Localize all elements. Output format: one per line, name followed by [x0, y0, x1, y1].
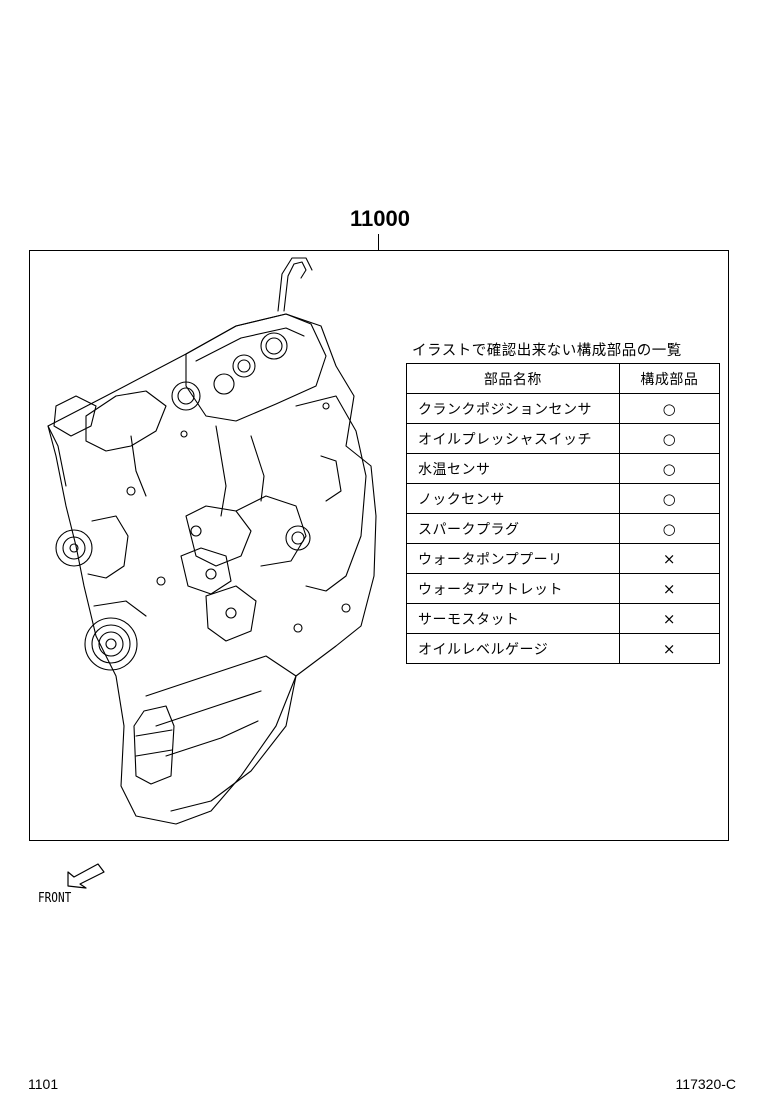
table-row: 水温センサ ○ [406, 453, 721, 484]
part-number-label: 11000 [350, 206, 410, 231]
component-mark: ○ [618, 453, 721, 484]
table-row: スパークプラグ ○ [406, 513, 721, 544]
parts-table-header: 部品名称 構成部品 [406, 363, 721, 394]
header-component: 構成部品 [618, 363, 721, 394]
part-name: オイルレベルゲージ [406, 633, 620, 664]
page-code-right: 117320-C [675, 1076, 736, 1092]
part-name: 水温センサ [406, 453, 620, 484]
parts-table: 部品名称 構成部品 クランクポジションセンサ ○ オイルプレッシャスイッチ ○ … [406, 363, 721, 664]
table-row: クランクポジションセンサ ○ [406, 393, 721, 424]
component-mark: × [618, 543, 721, 574]
component-mark: × [618, 633, 721, 664]
part-number-leader-line [378, 234, 379, 251]
diagram-frame [29, 250, 729, 841]
part-name: スパークプラグ [406, 513, 620, 544]
engine-assembly-icon [47, 257, 377, 825]
part-name: ノックセンサ [406, 483, 620, 514]
component-mark: × [618, 573, 721, 604]
component-mark: × [618, 603, 721, 634]
table-row: オイルプレッシャスイッチ ○ [406, 423, 721, 454]
part-name: オイルプレッシャスイッチ [406, 423, 620, 454]
table-row: サーモスタット × [406, 603, 721, 634]
component-mark: ○ [618, 423, 721, 454]
table-row: オイルレベルゲージ × [406, 633, 721, 664]
parts-table-caption: イラストで確認出来ない構成部品の一覧 [412, 343, 682, 359]
table-row: ノックセンサ ○ [406, 483, 721, 514]
part-name: クランクポジションセンサ [406, 393, 620, 424]
front-label: FRONT [38, 891, 72, 906]
page-code-left: 1101 [28, 1076, 59, 1092]
component-mark: ○ [618, 513, 721, 544]
part-name: ウォータポンププーリ [406, 543, 620, 574]
header-part-name: 部品名称 [406, 363, 620, 394]
part-name: サーモスタット [406, 603, 620, 634]
component-mark: ○ [618, 393, 721, 424]
arrow-down-left-icon [67, 863, 105, 889]
table-row: ウォータポンププーリ × [406, 543, 721, 574]
part-name: ウォータアウトレット [406, 573, 620, 604]
component-mark: ○ [618, 483, 721, 514]
table-row: ウォータアウトレット × [406, 573, 721, 604]
